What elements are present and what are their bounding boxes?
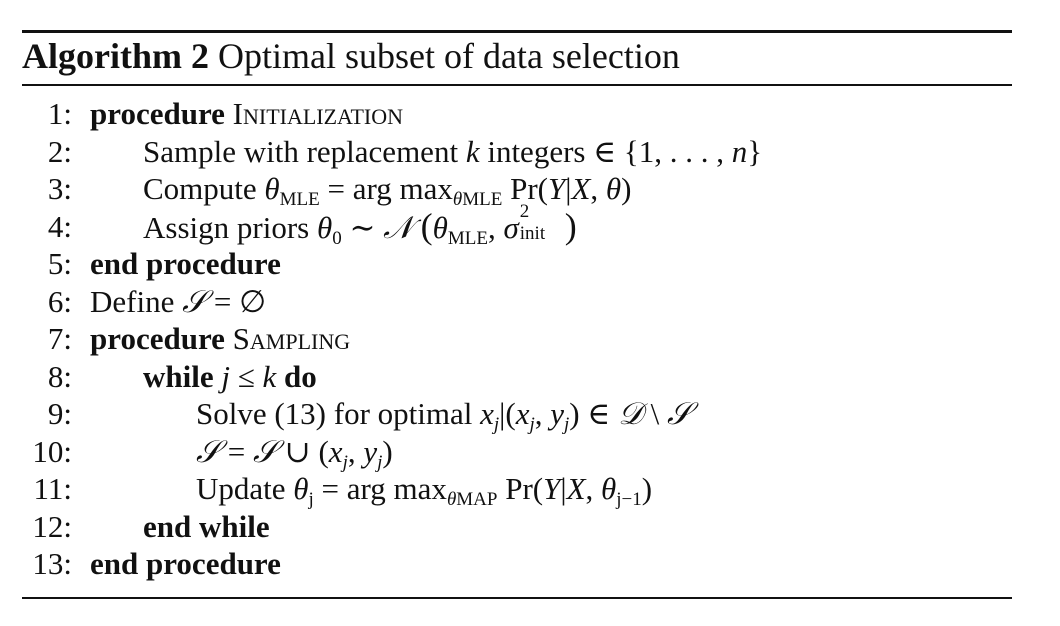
math-expression: xj|(xj, yj) ∈ 𝒟 \ 𝒮: [480, 396, 691, 435]
algorithm-caption: Algorithm 2 Optimal subset of data selec…: [22, 33, 680, 79]
keyword-end-procedure: end procedure: [90, 246, 281, 281]
line-number: 6:: [47, 283, 72, 319]
keyword-do: do: [284, 358, 317, 394]
line-text: Define: [90, 283, 175, 319]
bottom-rule: [22, 597, 1012, 599]
line-content: Update θj = arg maxθMAP Pr(Y|X, θj−1): [196, 470, 652, 519]
line-number: 2:: [47, 133, 72, 169]
line-number: 1:: [47, 96, 72, 131]
line-text: Sample with replacement: [143, 133, 459, 169]
line-number: 7:: [47, 321, 72, 356]
line-content: end procedure: [90, 245, 281, 283]
math-expression: 𝒮 = ∅: [182, 283, 267, 320]
algorithm-label: Algorithm 2: [22, 36, 209, 76]
math-expression: 𝒮 = 𝒮 ∪ (xj, yj): [196, 433, 393, 473]
line-text: Compute: [143, 171, 257, 206]
caption-rule: [22, 84, 1012, 86]
line-text: Assign priors: [143, 209, 310, 245]
line-text: Solve (13) for optimal: [196, 396, 473, 431]
line-content: procedure Sampling: [90, 320, 350, 358]
line-content: procedure Initialization: [90, 95, 403, 133]
line-number: 9:: [47, 396, 72, 431]
math-expression: θMLE = arg maxθMLE Pr(Y|X, θ): [264, 171, 632, 210]
line-text: Update: [196, 471, 286, 506]
line-number: 3:: [47, 171, 72, 206]
line-number: 13:: [32, 546, 72, 581]
algorithm-title: Optimal subset of data selection: [217, 36, 680, 76]
line-content: 𝒮 = 𝒮 ∪ (xj, yj): [196, 433, 393, 482]
keyword-while: while: [143, 358, 214, 394]
procedure-name: Sampling: [232, 321, 351, 356]
procedure-name: Initialization: [232, 96, 404, 131]
math-expression: θj = arg maxθMAP Pr(Y|X, θj−1): [293, 471, 653, 510]
math-var: k: [465, 133, 480, 169]
line-number: 5:: [47, 246, 72, 281]
line-number: 4:: [47, 208, 72, 244]
keyword-end-while: end while: [143, 508, 270, 544]
top-rule: [22, 30, 1012, 33]
line-number: 10:: [32, 433, 72, 469]
line-content: while j ≤ k do: [143, 358, 317, 396]
line-text: integers: [487, 133, 586, 169]
line-content: Define 𝒮 = ∅: [90, 283, 266, 322]
line-content: Solve (13) for optimal xj|(xj, yj) ∈ 𝒟 \…: [196, 395, 691, 444]
line-number: 12:: [32, 508, 72, 544]
line-content: Sample with replacement k integers ∈ {1,…: [143, 133, 763, 169]
line-content: Compute θMLE = arg maxθMLE Pr(Y|X, θ): [143, 170, 631, 219]
line-number: 8:: [47, 358, 72, 394]
line-content: end while: [143, 508, 270, 546]
keyword-end-procedure: end procedure: [90, 546, 281, 581]
line-content: end procedure: [90, 545, 281, 583]
line-number: 11:: [33, 471, 72, 506]
math-condition: j ≤ k: [221, 358, 277, 394]
keyword-procedure: procedure: [90, 96, 225, 131]
keyword-procedure: procedure: [90, 321, 225, 356]
